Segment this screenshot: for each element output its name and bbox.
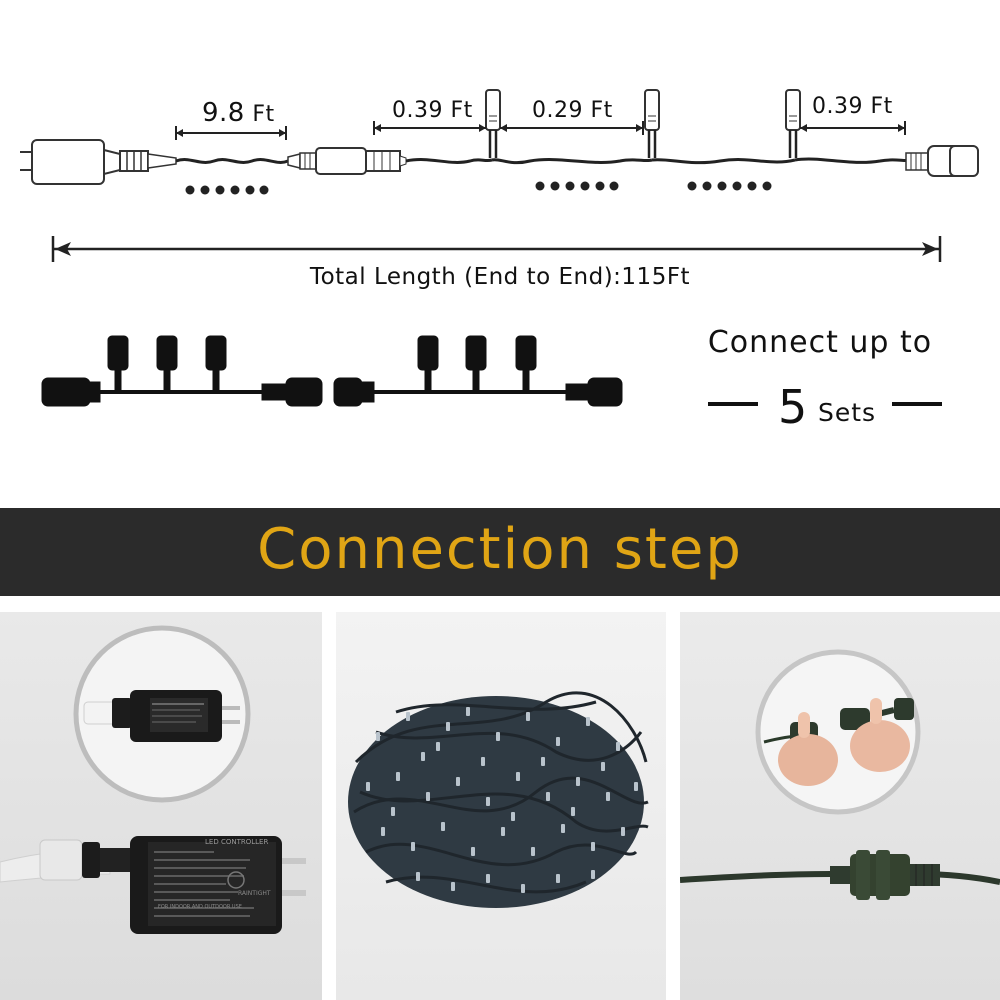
dimension-arrow bbox=[175, 121, 906, 140]
light-bundle-illustration bbox=[348, 691, 649, 908]
banner bbox=[0, 508, 1000, 596]
connect-heading: Connect up to bbox=[707, 325, 933, 360]
total-length-text: Total Length (End to End): bbox=[309, 264, 622, 290]
divider bbox=[892, 402, 942, 406]
ellipsis-dots bbox=[185, 181, 772, 195]
dimension-value: 0.39 bbox=[812, 94, 863, 119]
bulb-icon bbox=[644, 89, 660, 158]
dimension-unit: Ft bbox=[252, 102, 275, 127]
light-set-1 bbox=[41, 335, 323, 407]
bulb-icon bbox=[485, 89, 501, 158]
total-length-unit: Ft bbox=[666, 264, 691, 290]
dimension-unit: Ft bbox=[450, 98, 473, 123]
string-light-diagram bbox=[20, 89, 979, 262]
photo-connector bbox=[680, 612, 1000, 1000]
dimension-label-2: 0.39 Ft bbox=[392, 98, 473, 123]
light-set-2 bbox=[333, 335, 623, 407]
banner-title: Connection step bbox=[257, 517, 743, 582]
dimension-value: 9.8 bbox=[202, 98, 245, 128]
adapter-label-note: FOR INDOOR AND OUTDOOR USE bbox=[158, 904, 242, 910]
power-adapter-icon bbox=[20, 139, 177, 185]
bulb-icon bbox=[785, 89, 801, 158]
max-sets-number: 5 bbox=[778, 380, 808, 434]
total-length-value: 115 bbox=[621, 264, 667, 290]
total-length-label: Total Length (End to End):115Ft bbox=[0, 264, 1000, 290]
adapter-label-brand: RAINTIGHT bbox=[238, 890, 271, 897]
connector-photo-illustration bbox=[680, 649, 1000, 900]
divider bbox=[708, 402, 758, 406]
dimension-value: 0.29 bbox=[532, 98, 583, 123]
dimension-label-1: 9.8 Ft bbox=[202, 98, 275, 128]
dimension-unit: Ft bbox=[870, 94, 893, 119]
dimension-value: 0.39 bbox=[392, 98, 443, 123]
dimension-unit: Ft bbox=[590, 98, 613, 123]
end-connector-icon bbox=[905, 145, 979, 177]
dimension-label-3: 0.29 Ft bbox=[532, 98, 613, 123]
wire bbox=[175, 158, 289, 164]
male-connector-icon bbox=[287, 147, 407, 175]
adapter-photo-illustration bbox=[0, 625, 306, 934]
dimension-label-4: 0.39 Ft bbox=[812, 94, 893, 119]
adapter-label-title: LED CONTROLLER bbox=[205, 838, 269, 846]
sets-word: Sets bbox=[818, 398, 877, 427]
connected-sets-diagram bbox=[41, 335, 623, 407]
total-length-arrow bbox=[51, 236, 942, 262]
photo-light-bundle bbox=[336, 612, 666, 1000]
connect-sets-row: 5 Sets bbox=[700, 380, 945, 440]
photo-adapter bbox=[0, 612, 322, 1000]
